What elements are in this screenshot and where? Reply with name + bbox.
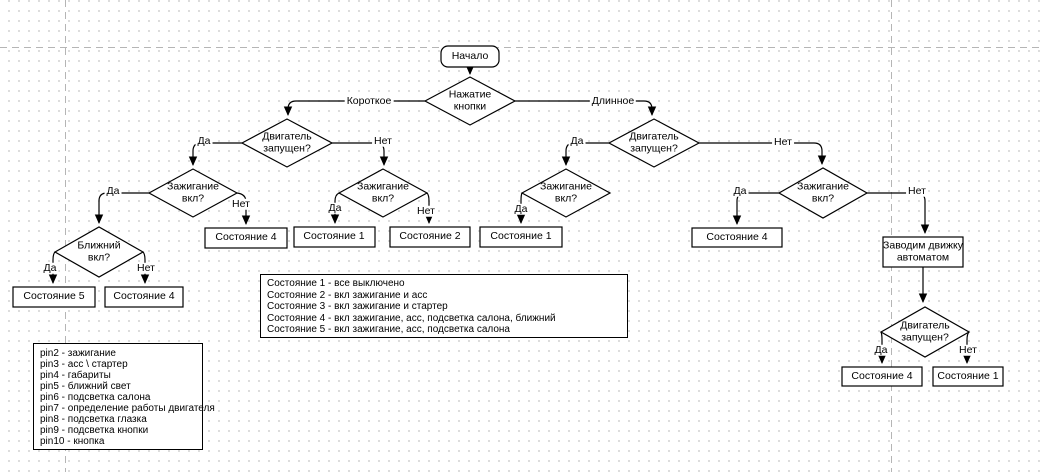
edge-label-no-ignition-rr: Нет bbox=[906, 184, 928, 197]
pin-line: pin5 - ближний свет bbox=[40, 381, 131, 392]
state4-c-node[interactable] bbox=[691, 227, 783, 248]
edge-label-no-ignition-lr: Нет bbox=[415, 204, 437, 217]
legend-line: Состояние 3 - вкл зажигание и стартер bbox=[267, 301, 448, 313]
state1-b-label: Состояние 1 bbox=[490, 230, 552, 243]
state1-b-node[interactable] bbox=[479, 226, 563, 248]
start-node[interactable] bbox=[440, 45, 500, 68]
state4-a-label: Состояние 4 bbox=[113, 290, 175, 303]
ignition-rl-label: Зажигание вкл? bbox=[539, 180, 592, 204]
edge-ignition-ll-yes[interactable] bbox=[94, 192, 149, 225]
edge-label-yes-ignition-rl: Да bbox=[512, 202, 530, 215]
legend-line: Состояние 2 - вкл зажигание и асс bbox=[267, 289, 428, 301]
edge-label-yes-lowbeam: Да bbox=[41, 261, 59, 274]
state4-c-label: Состояние 4 bbox=[706, 231, 768, 244]
edge-label-no-lowbeam: Нет bbox=[135, 261, 157, 274]
press-decision[interactable] bbox=[423, 76, 517, 126]
engine-left-decision[interactable] bbox=[240, 118, 334, 168]
edge-engine-right-no[interactable] bbox=[699, 142, 827, 166]
state2-node[interactable] bbox=[389, 226, 471, 248]
state4-a-node[interactable] bbox=[104, 286, 184, 308]
edge-label-no-engine-bottom: Нет bbox=[957, 343, 979, 356]
edge-label-no-engine-left: Нет bbox=[372, 134, 394, 147]
page-boundary-vertical-right bbox=[891, 0, 892, 472]
edge-label-long: Длинное bbox=[589, 94, 637, 107]
ignition-ll-label: Зажигание вкл? bbox=[166, 180, 219, 204]
page-boundary-vertical-left bbox=[65, 0, 66, 472]
edge-label-no-engine-right: Нет bbox=[772, 135, 794, 148]
state4-b-node[interactable] bbox=[204, 227, 288, 249]
autostart-node[interactable] bbox=[882, 236, 964, 268]
engine-bottom-label: Двигатель запущен? bbox=[900, 319, 950, 343]
state4-d-label: Состояние 4 bbox=[851, 370, 913, 383]
ignition-rr-label: Зажигание вкл? bbox=[796, 180, 849, 204]
state1-c-node[interactable] bbox=[932, 366, 1004, 387]
pin-mapping-panel[interactable]: pin2 - зажигание pin3 - асс \ стартер pi… bbox=[33, 343, 215, 450]
ignition-lr-decision[interactable] bbox=[337, 168, 429, 218]
ignition-rl-decision[interactable] bbox=[520, 168, 612, 218]
ignition-rr-decision[interactable] bbox=[777, 167, 869, 219]
edge-label-yes-ignition-ll: Да bbox=[104, 184, 122, 197]
pin-line: pin2 - зажигание bbox=[40, 348, 116, 359]
legend-line: Состояние 1 - все выключено bbox=[267, 278, 405, 289]
edge-label-yes-ignition-lr: Да bbox=[326, 201, 344, 214]
edge-lowbeam-yes[interactable] bbox=[48, 251, 58, 285]
legend-line: Состояние 4 - вкл зажигание, асс, подсве… bbox=[267, 312, 556, 324]
edge-ignition-rr-no[interactable] bbox=[867, 192, 930, 235]
page-boundary-horizontal bbox=[0, 47, 1043, 48]
edge-label-yes-engine-right: Да bbox=[568, 134, 586, 147]
state4-b-label: Состояние 4 bbox=[215, 231, 277, 244]
legend-line: Состояние 5 - вкл зажигание, асс, подсве… bbox=[267, 324, 510, 336]
edge-label-yes-engine-left: Да bbox=[195, 134, 213, 147]
states-legend-panel[interactable]: Состояние 1 - все выключено Состояние 2 … bbox=[260, 274, 628, 338]
pin-line: pin7 - определение работы двигателя bbox=[40, 403, 215, 414]
edge-label-short: Короткое bbox=[344, 94, 394, 107]
edge-label-yes-ignition-rr: Да bbox=[731, 184, 749, 197]
edge-press-long[interactable] bbox=[515, 100, 657, 117]
press-label: Нажатие кнопки bbox=[448, 88, 492, 112]
edge-label-no-ignition-ll: Нет bbox=[230, 197, 252, 210]
pin-line: pin9 - подсветка кнопки bbox=[40, 425, 149, 436]
pin-line: pin6 - подсветка салона bbox=[40, 392, 151, 403]
state1-c-label: Состояние 1 bbox=[937, 370, 999, 383]
ignition-lr-label: Зажигание вкл? bbox=[356, 180, 409, 204]
engine-bottom-decision[interactable] bbox=[879, 306, 971, 358]
lowbeam-label: Ближний вкл? bbox=[77, 239, 121, 263]
state5-node[interactable] bbox=[12, 286, 96, 308]
autostart-label: Заводим движку автоматом bbox=[883, 239, 963, 263]
edge-lowbeam-no[interactable] bbox=[140, 251, 150, 285]
pin-line: pin8 - подсветка глазка bbox=[40, 414, 147, 425]
edge-label-yes-engine-bottom: Да bbox=[872, 343, 890, 356]
state2-label: Состояние 2 bbox=[399, 230, 461, 243]
pin-line: pin3 - асс \ стартер bbox=[40, 359, 128, 370]
lowbeam-decision[interactable] bbox=[53, 226, 145, 278]
state4-d-node[interactable] bbox=[841, 366, 923, 387]
engine-right-decision[interactable] bbox=[607, 118, 701, 168]
edge-ignition-lr-yes[interactable] bbox=[330, 192, 340, 225]
pin-line: pin10 - кнопка bbox=[40, 436, 105, 447]
state5-label: Состояние 5 bbox=[23, 290, 85, 303]
state1-a-node[interactable] bbox=[293, 226, 376, 248]
ignition-ll-decision[interactable] bbox=[147, 168, 239, 218]
pin-line: pin4 - габариты bbox=[40, 370, 111, 381]
state1-a-label: Состояние 1 bbox=[303, 230, 365, 243]
edge-ignition-rr-yes[interactable] bbox=[732, 192, 779, 226]
engine-right-label: Двигатель запущен? bbox=[629, 130, 679, 154]
start-label: Начало bbox=[451, 50, 489, 63]
engine-left-label: Двигатель запущен? bbox=[262, 130, 312, 154]
edge-press-short[interactable] bbox=[283, 100, 425, 117]
